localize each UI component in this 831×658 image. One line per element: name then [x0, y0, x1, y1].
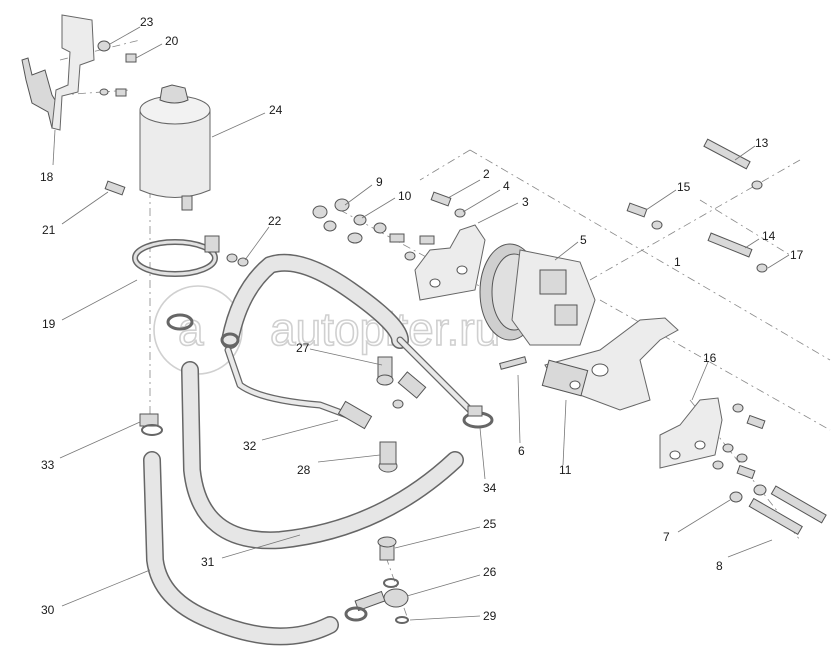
- callout-13: 13: [755, 136, 769, 150]
- nut-22: [226, 253, 238, 263]
- power-steering-pump: [479, 243, 596, 346]
- callout-29: 29: [483, 609, 497, 623]
- hose-clamp-upper: [166, 313, 240, 348]
- callout-27: 27: [296, 341, 310, 355]
- callout-33: 33: [41, 458, 55, 472]
- watermark: a autopiter.ru: [153, 285, 501, 375]
- bolt-6: [499, 356, 527, 370]
- callout-8: 8: [716, 559, 723, 573]
- callout-6: 6: [518, 444, 525, 458]
- banjo-fitting-26: [344, 588, 409, 622]
- pump-bracket-3: [414, 224, 486, 301]
- callout-15: 15: [677, 180, 691, 194]
- callout-4: 4: [503, 179, 510, 193]
- callout-16: 16: [703, 351, 717, 365]
- hose-clamp-34: [462, 405, 494, 429]
- reservoir-clamp: [132, 235, 220, 277]
- callout-18: 18: [40, 170, 54, 184]
- callout-2: 2: [483, 167, 490, 181]
- banjo-bolt-28: [378, 441, 398, 473]
- banjo-bolt-27: [376, 356, 394, 386]
- callout-17: 17: [790, 248, 804, 262]
- callout-24: 24: [269, 103, 283, 117]
- callout-1: 1: [674, 255, 681, 269]
- bolt-21: [104, 180, 126, 196]
- hose-31: [181, 361, 464, 550]
- callout-28: 28: [297, 463, 311, 477]
- pump-mount-bracket: [541, 317, 679, 411]
- pressure-pipe: [224, 336, 474, 430]
- callout-34: 34: [483, 481, 497, 495]
- hose-30: [143, 451, 339, 646]
- callout-32: 32: [243, 439, 257, 453]
- callout-23: 23: [140, 15, 154, 29]
- callout-5: 5: [580, 233, 587, 247]
- hose-clamp-33: [139, 413, 163, 436]
- callout-10: 10: [398, 189, 412, 203]
- seal-ring: [383, 578, 399, 588]
- washer-4: [454, 208, 466, 218]
- callout-22: 22: [268, 214, 282, 228]
- callout-14: 14: [762, 229, 776, 243]
- callout-3: 3: [522, 195, 529, 209]
- bolt-2: [430, 191, 452, 207]
- reservoir: [139, 84, 211, 211]
- callout-7: 7: [663, 530, 670, 544]
- bolt-washer-top: [97, 40, 137, 97]
- washer-22: [237, 257, 249, 267]
- callout-26: 26: [483, 565, 497, 579]
- reservoir-bracket: [21, 14, 95, 131]
- hose-upper: [221, 253, 409, 349]
- banjo-bolt-25: [377, 536, 397, 561]
- mount-plate-16: [659, 397, 723, 469]
- nuts-washers-9-10: [312, 198, 435, 261]
- callout-9: 9: [376, 175, 383, 189]
- callout-21: 21: [42, 223, 56, 237]
- callout-labels: 1 2 3 4 5 6 7 8 9 10 11 13 15 14 16 17 1…: [40, 15, 804, 623]
- callout-31: 31: [201, 555, 215, 569]
- callout-30: 30: [41, 603, 55, 617]
- callout-19: 19: [42, 317, 56, 331]
- bolts-right-top: [626, 138, 768, 273]
- callout-20: 20: [165, 34, 179, 48]
- banjo-fitting-upper: [392, 371, 427, 409]
- callout-11: 11: [559, 463, 572, 477]
- leader-lines: [52, 26, 790, 621]
- bolts-right-bottom: [712, 403, 827, 536]
- callout-25: 25: [483, 517, 497, 531]
- seal-ring-29: [395, 616, 409, 624]
